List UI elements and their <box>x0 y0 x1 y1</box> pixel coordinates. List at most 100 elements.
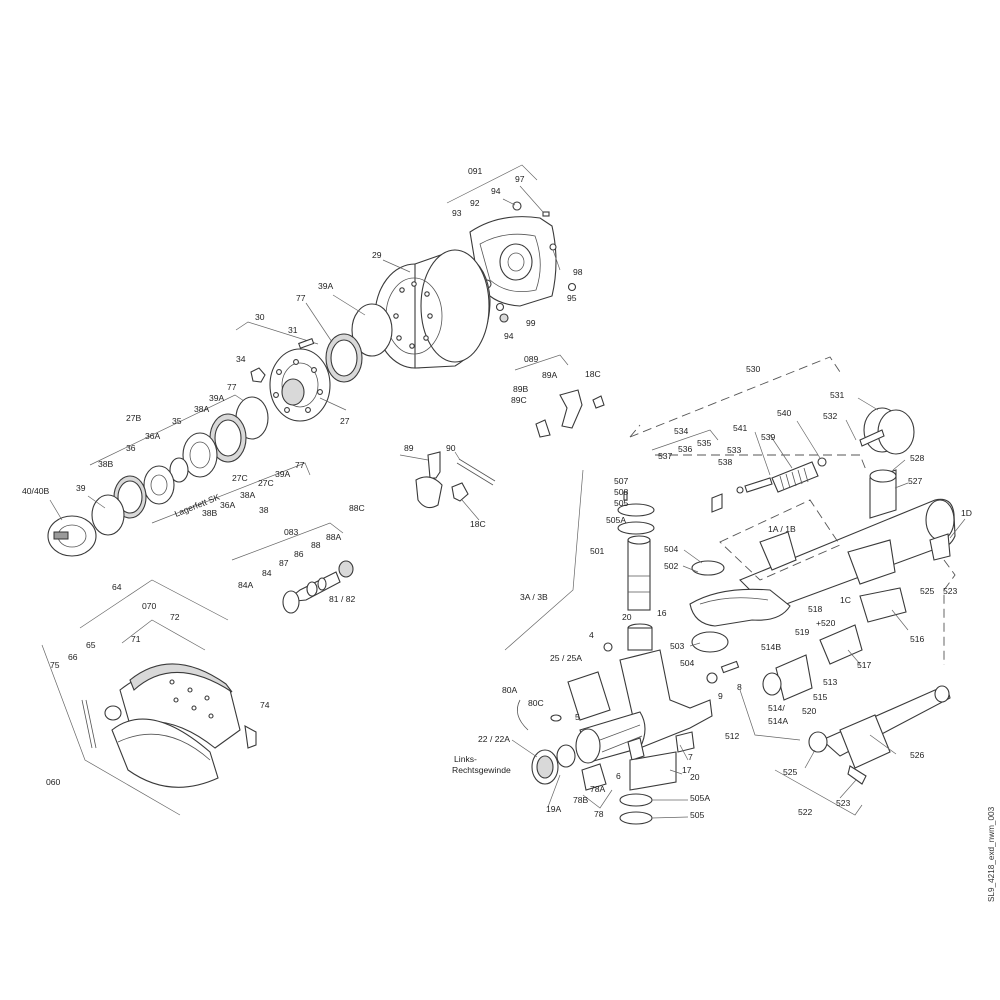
axle-beam <box>629 356 956 665</box>
part-label-29: 29 <box>372 250 382 260</box>
part-label-78b: 78B <box>573 795 589 805</box>
part-label-523-top: 523 <box>943 586 958 596</box>
part-label-27: 27 <box>340 416 350 426</box>
part-label-089: 089 <box>524 354 539 364</box>
part-label-99: 99 <box>526 318 536 328</box>
part-label-93: 93 <box>452 208 462 218</box>
tie-rod <box>774 685 951 816</box>
bearing-rings <box>47 394 311 557</box>
part-label-81-82: 81 / 82 <box>329 594 356 604</box>
part-label-27c-b: 27C <box>258 478 274 488</box>
part-label-527: 527 <box>908 476 923 486</box>
part-label-091: 091 <box>468 166 483 176</box>
part-label-94a: 94 <box>491 186 501 196</box>
part-label-525-top: 525 <box>920 586 935 596</box>
part-label-501: 501 <box>590 546 605 556</box>
left-thread-note-line1: Links- <box>454 754 477 764</box>
part-label-502: 502 <box>664 561 679 571</box>
part-label-84a: 84A <box>238 580 254 590</box>
part-label-38a-top: 38A <box>194 404 210 414</box>
part-label-90: 90 <box>446 443 456 453</box>
part-label-87: 87 <box>279 558 289 568</box>
part-label-517: 517 <box>857 660 872 670</box>
part-label-77-top: 77 <box>296 293 306 303</box>
part-label-7: 7 <box>688 752 693 762</box>
part-label-504-top: 504 <box>664 544 679 554</box>
part-label-513: 513 <box>823 677 838 687</box>
part-label-538: 538 <box>718 457 733 467</box>
part-label-39a-mid: 39A <box>209 393 225 403</box>
part-label-535: 535 <box>697 438 712 448</box>
part-label-31: 31 <box>288 325 298 335</box>
part-label-19a: 19A <box>546 804 562 814</box>
part-label--520: +520 <box>816 618 836 628</box>
part-label-30: 30 <box>255 312 265 322</box>
part-label-38b-b: 38B <box>202 508 218 518</box>
backplate-assembly <box>446 164 577 323</box>
part-label-540: 540 <box>777 408 792 418</box>
part-label-78: 78 <box>594 809 604 819</box>
part-label-18c-top: 18C <box>585 369 601 379</box>
part-label-514b: 514B <box>761 642 781 652</box>
kingpin-group <box>504 469 740 684</box>
part-label-77-b: 77 <box>295 460 305 470</box>
part-label-75: 75 <box>50 660 60 670</box>
part-label-39-left: 39 <box>76 483 86 493</box>
drawing-id: SL9_4218_exd_nwm_003 <box>987 806 996 902</box>
part-label-94b: 94 <box>504 331 514 341</box>
part-label-505a-bot: 505A <box>690 793 710 803</box>
part-label-505a-top: 505A <box>606 515 626 525</box>
part-label-532: 532 <box>823 411 838 421</box>
part-label-80c: 80C <box>528 698 544 708</box>
part-label-533: 533 <box>727 445 742 455</box>
part-label-528: 528 <box>910 453 925 463</box>
part-label-92: 92 <box>470 198 480 208</box>
part-labels: 4567891617272930313435366465667172747578… <box>22 166 972 820</box>
part-label-070: 070 <box>142 601 157 611</box>
slack-adjuster-group <box>415 354 605 509</box>
part-label-515: 515 <box>813 692 828 702</box>
part-label-525-bot: 525 <box>783 767 798 777</box>
part-label-516: 516 <box>910 634 925 644</box>
part-label-536: 536 <box>678 444 693 454</box>
part-label-89b: 89B <box>513 384 529 394</box>
part-label-508: 508 <box>614 487 629 497</box>
part-label-539: 539 <box>761 432 776 442</box>
part-label-060: 060 <box>46 777 61 787</box>
part-label-89: 89 <box>404 443 414 453</box>
part-label-66: 66 <box>68 652 78 662</box>
part-label-27c-a: 27C <box>232 473 248 483</box>
part-label-64: 64 <box>112 582 122 592</box>
camshaft <box>231 522 354 614</box>
part-label-18c-mid: 18C <box>470 519 486 529</box>
part-label-505-top: 505 <box>614 498 629 508</box>
part-label-98: 98 <box>573 267 583 277</box>
part-label-512: 512 <box>725 731 740 741</box>
part-label-9: 9 <box>718 691 723 701</box>
part-label-71: 71 <box>131 634 141 644</box>
part-label-39a-top: 39A <box>318 281 334 291</box>
part-label-083: 083 <box>284 527 299 537</box>
part-label-504-bot: 504 <box>680 658 695 668</box>
part-label-1a-1b: 1A / 1B <box>768 524 796 534</box>
part-label-86: 86 <box>294 549 304 559</box>
part-label-1d: 1D <box>961 508 972 518</box>
part-label-88: 88 <box>311 540 321 550</box>
part-label-36a-b: 36A <box>220 500 236 510</box>
part-label-95: 95 <box>567 293 577 303</box>
part-label-522: 522 <box>798 807 813 817</box>
steering-knuckle <box>516 649 713 825</box>
part-label-89a: 89A <box>542 370 558 380</box>
brake-chamber <box>629 407 915 513</box>
part-label-38-b: 38 <box>259 505 269 515</box>
part-label-34: 34 <box>236 354 246 364</box>
brake-shoe-group <box>41 579 257 816</box>
part-label-27b: 27B <box>126 413 142 423</box>
part-label-17: 17 <box>682 765 692 775</box>
part-label-97: 97 <box>515 174 525 184</box>
track-rod-end <box>739 624 863 741</box>
part-label-518: 518 <box>808 604 823 614</box>
part-label-6: 6 <box>616 771 621 781</box>
